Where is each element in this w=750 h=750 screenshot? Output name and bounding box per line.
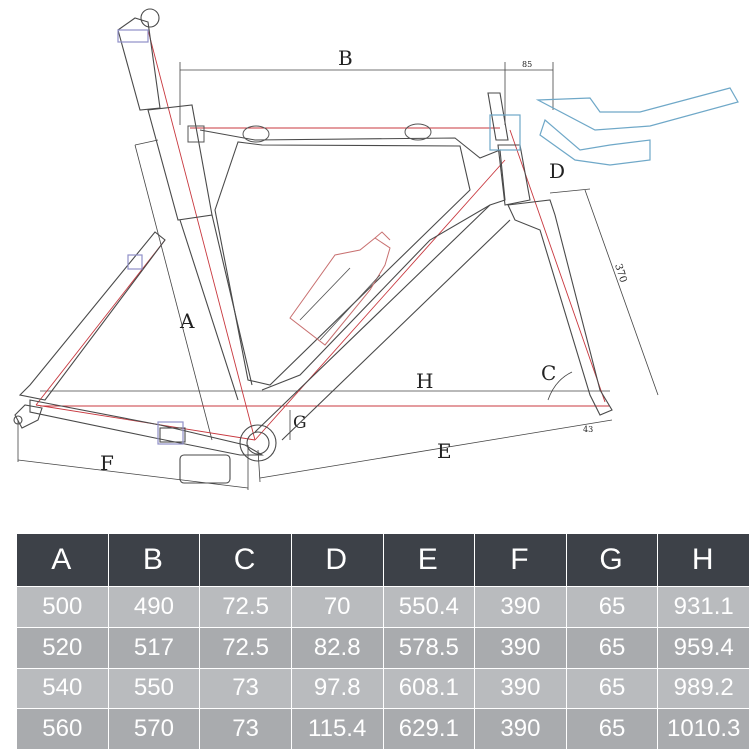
table-header-h: H <box>657 533 750 587</box>
table-cell: 390 <box>474 586 567 628</box>
table-cell: 959.4 <box>657 626 750 669</box>
table-cell: 540 <box>16 667 109 710</box>
table-cell: 390 <box>474 667 567 710</box>
table-cell: 97.8 <box>290 667 384 710</box>
table-cell: 520 <box>16 626 109 669</box>
dimension-a <box>134 139 213 441</box>
table-cell: 550 <box>107 667 201 710</box>
bottle-cage-icon <box>299 267 381 341</box>
table-cell: 70 <box>290 586 384 628</box>
table-header-c: C <box>199 533 292 587</box>
table-row: 560 570 73 115.4 629.1 390 65 1010.3 <box>16 708 750 750</box>
frame-outline <box>13 8 613 484</box>
water-bottle-icon <box>289 231 391 346</box>
dimension-label-a: A <box>179 309 195 333</box>
table-cell: 550.4 <box>382 586 476 628</box>
table-cell: 989.2 <box>657 667 750 710</box>
table-cell: 65 <box>565 667 659 710</box>
table-cell: 73 <box>199 667 292 710</box>
table-cell: 490 <box>107 586 201 628</box>
table-row: 540 550 73 97.8 608.1 390 65 989.2 <box>16 667 750 710</box>
table-header-g: G <box>565 533 659 587</box>
dimension-label-h: H <box>416 369 433 393</box>
table-row: 520 517 72.5 82.8 578.5 390 65 959.4 <box>16 626 750 669</box>
fork-length-label: 370 <box>612 263 628 285</box>
geometry-table: A B C D E F G H 500 490 72.5 70 550.4 39… <box>16 533 750 750</box>
fork-length-dimension <box>549 188 659 396</box>
cable-port-icon <box>187 123 432 143</box>
seat-clamp-icon <box>117 29 184 445</box>
table-cell: 82.8 <box>290 626 384 669</box>
dimension-label-e: E <box>437 439 452 463</box>
handlebar-icon <box>489 87 739 166</box>
dimension-label-c: C <box>541 361 556 385</box>
table-cell: 608.1 <box>382 667 476 710</box>
dimension-e <box>257 419 613 483</box>
table-cell: 517 <box>107 626 201 669</box>
table-row: 500 490 72.5 70 550.4 390 65 931.1 <box>16 586 750 628</box>
dimension-label-f: F <box>100 451 114 475</box>
table-header-row: A B C D E F G H <box>16 533 750 587</box>
dimension-label-d: D <box>549 159 565 183</box>
table-header-b: B <box>107 533 201 587</box>
table-cell: 931.1 <box>657 586 750 628</box>
frame-geometry-diagram: B 85 A F E 43 H C G D 370 <box>13 8 739 490</box>
dimension-label-b: B <box>338 46 353 70</box>
table-header-d: D <box>290 533 384 587</box>
table-cell: 390 <box>474 626 567 669</box>
fork-offset-label: 43 <box>583 425 593 434</box>
table-cell: 72.5 <box>199 586 292 628</box>
dimension-b <box>179 62 554 125</box>
table-cell: 65 <box>565 626 659 669</box>
table-cell: 115.4 <box>290 708 384 750</box>
table-cell: 500 <box>16 586 109 628</box>
table-cell: 65 <box>565 586 659 628</box>
table-cell: 578.5 <box>382 626 476 669</box>
table-cell: 1010.3 <box>657 708 750 750</box>
table-cell: 390 <box>474 708 567 750</box>
handlebar-offset-label: 85 <box>522 60 532 69</box>
table-header-e: E <box>382 533 476 587</box>
dimension-c <box>547 371 573 401</box>
table-cell: 570 <box>107 708 201 750</box>
frame-centerlines <box>35 29 610 441</box>
table-cell: 629.1 <box>382 708 476 750</box>
table-cell: 560 <box>16 708 109 750</box>
table-header-a: A <box>16 533 109 587</box>
table-cell: 73 <box>199 708 292 750</box>
table-cell: 72.5 <box>199 626 292 669</box>
table-header-f: F <box>474 533 567 587</box>
table-cell: 65 <box>565 708 659 750</box>
